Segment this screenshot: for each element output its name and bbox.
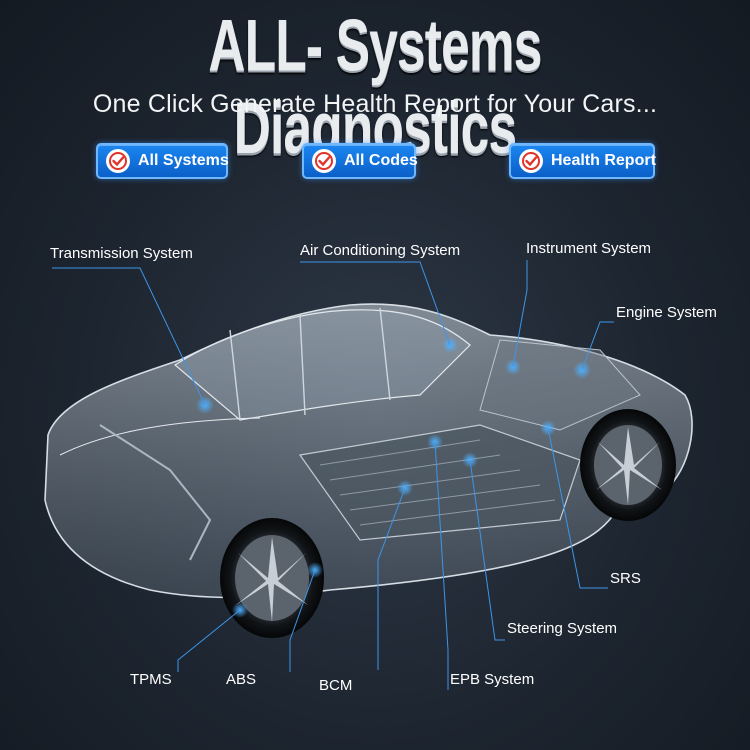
abs-label: ABS — [226, 671, 257, 688]
air-conditioning-system-label: Air Conditioning System — [300, 242, 461, 259]
page-title: ALL- Systems Diagnostics — [208, 5, 542, 170]
epb-system-label: EPB System — [450, 671, 535, 688]
engine-system-label: Engine System — [616, 304, 717, 321]
all-codes-button[interactable]: All Codes — [302, 143, 418, 179]
check-circle-icon — [106, 149, 130, 173]
steering-system-label: Steering System — [507, 620, 618, 637]
bcm-label: BCM — [319, 677, 353, 694]
callout-lines — [52, 260, 614, 690]
car-body — [44, 303, 693, 599]
all-codes-label: All Codes — [344, 152, 418, 169]
health-report-button[interactable]: Health Report — [509, 143, 656, 179]
health-report-label: Health Report — [551, 152, 656, 169]
srs-label: SRS — [610, 570, 641, 587]
all-systems-label: All Systems — [138, 152, 229, 169]
check-circle-icon — [519, 149, 543, 173]
rear-wheel — [220, 518, 324, 638]
front-wheel — [580, 409, 676, 521]
check-circle-icon — [312, 149, 336, 173]
transmission-system-label: Transmission System — [50, 245, 193, 262]
page-subtitle: One Click Generate Health Report for You… — [92, 90, 658, 118]
instrument-system-label: Instrument System — [526, 240, 652, 257]
tpms-label: TPMS — [130, 671, 172, 688]
all-systems-button[interactable]: All Systems — [96, 143, 229, 179]
